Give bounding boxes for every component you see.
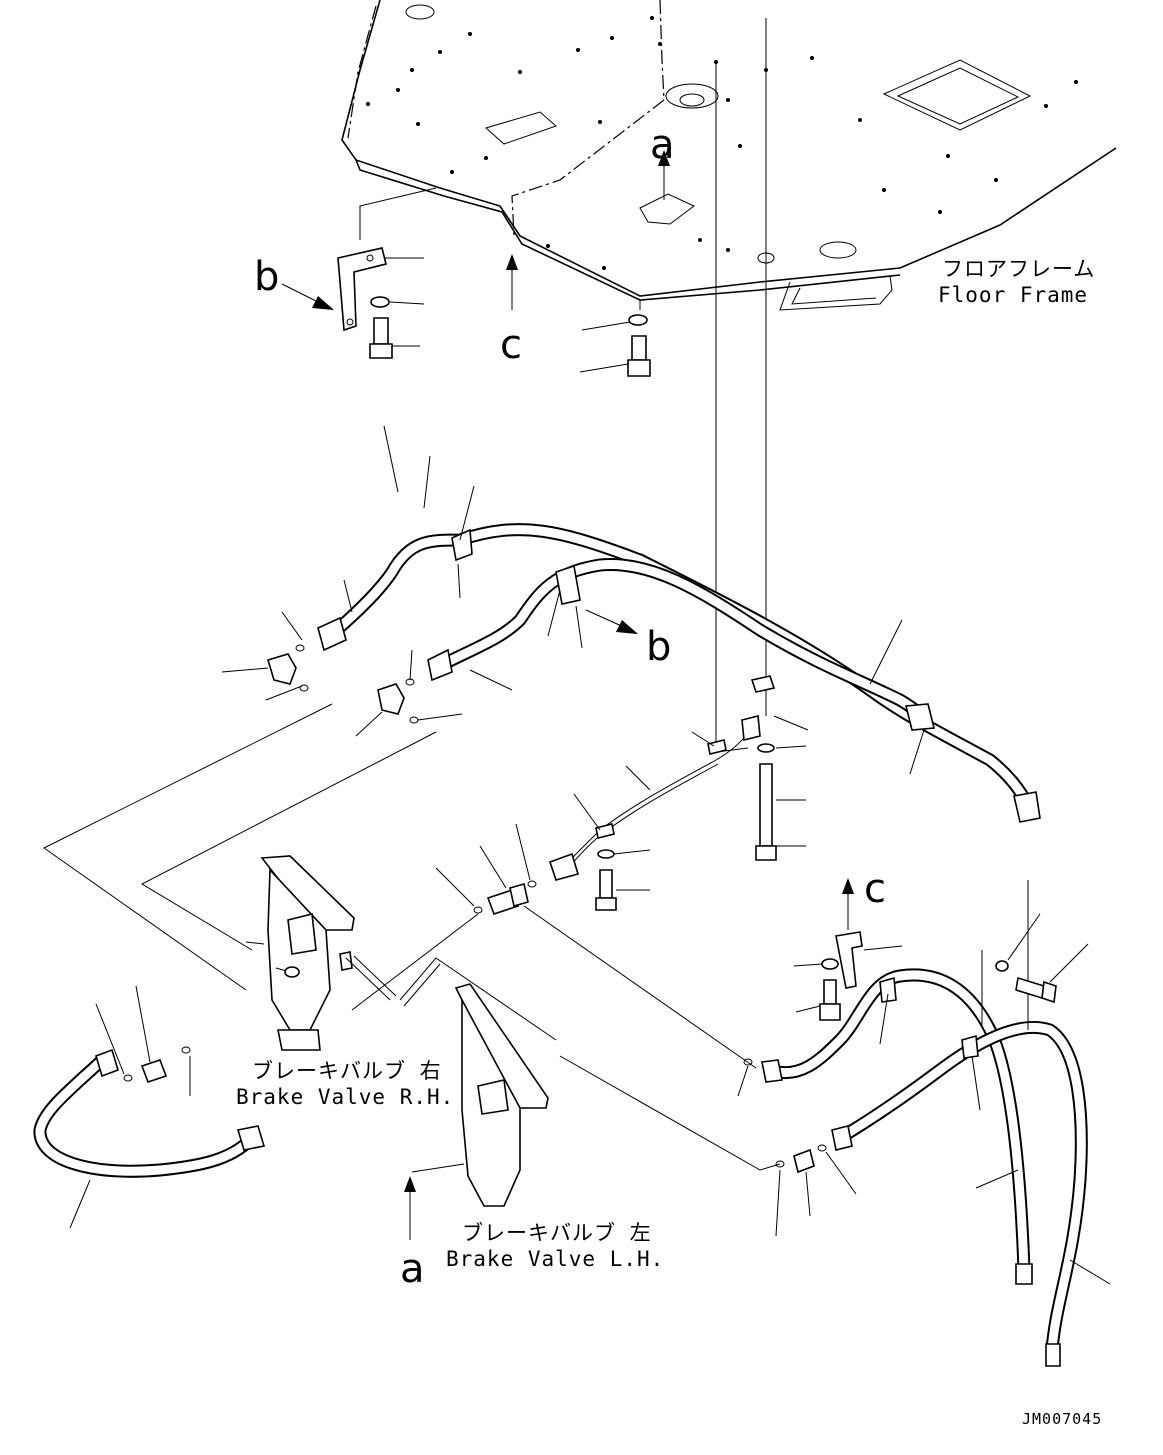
ref-label-a-top: a: [650, 122, 675, 168]
floor-frame: [341, 0, 1117, 311]
floor-frame-label-jp: フロアフレーム: [942, 257, 1095, 281]
brake-valve-lh: [399, 957, 781, 1207]
left-hose: [33, 985, 266, 1229]
ref-label-b-mid: b: [646, 624, 671, 670]
ref-line-a: [715, 60, 749, 753]
brake-valve-rh: [245, 855, 397, 1051]
right-hoses: [737, 880, 1111, 1367]
brake-valve-lh-label-jp: ブレーキバルブ 左: [462, 1221, 652, 1245]
sensor-harness: [548, 675, 809, 911]
ref-label-c-top: c: [500, 322, 522, 368]
elbow-fittings: [43, 644, 463, 991]
brake-valve-rh-label-en: Brake Valve R.H.: [236, 1085, 454, 1109]
center-fittings: [351, 823, 757, 1069]
brake-valve-rh-label-jp: ブレーキバルブ 右: [252, 1059, 442, 1083]
brake-valve-lh-label-en: Brake Valve L.H.: [446, 1247, 664, 1271]
bolt-group-c: [579, 314, 651, 377]
ref-label-a-bottom: a: [400, 1246, 425, 1292]
ref-label-b-top: b: [254, 254, 279, 300]
floor-frame-label-en: Floor Frame: [938, 283, 1088, 307]
ref-arrows: [281, 150, 854, 1240]
brake-hoses: [281, 425, 1041, 823]
drawing-code: JM007045: [1022, 1410, 1102, 1428]
bracket-b: [337, 187, 437, 359]
ref-label-c-mid: c: [864, 866, 886, 912]
